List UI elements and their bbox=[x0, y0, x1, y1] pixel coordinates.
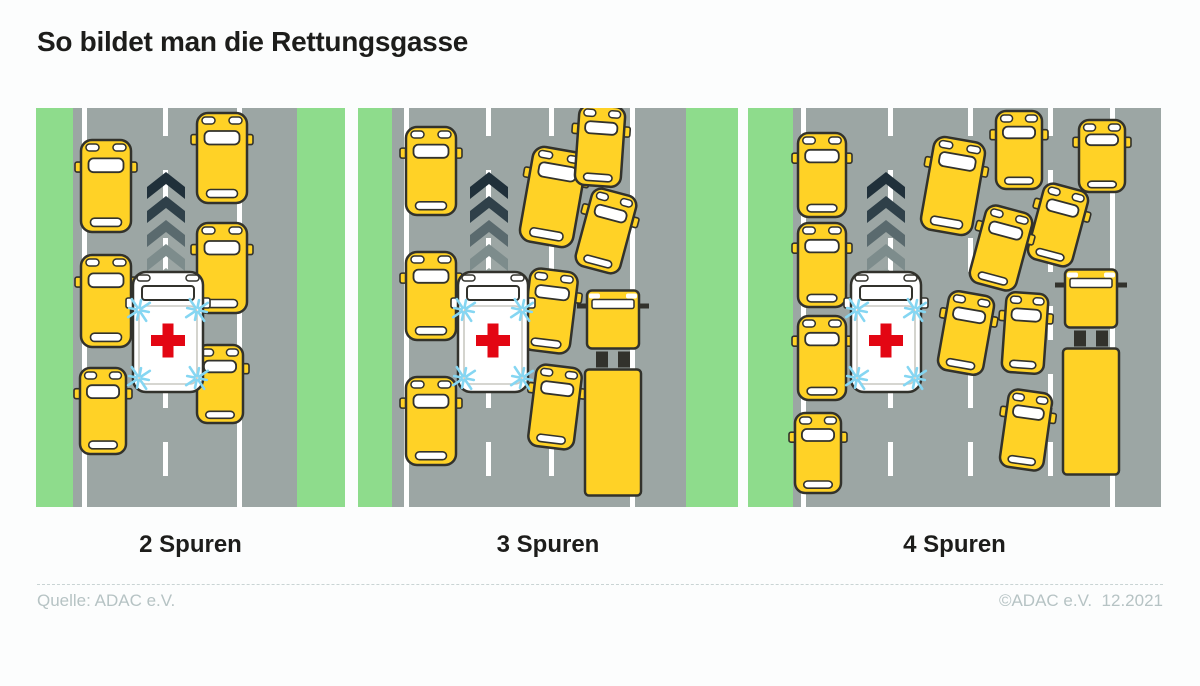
car bbox=[998, 388, 1058, 472]
car bbox=[788, 411, 848, 495]
chevron-arrow-icon bbox=[147, 172, 185, 199]
panel-label-4-spuren: 4 Spuren bbox=[903, 531, 1006, 558]
chevron-arrow-icon bbox=[470, 172, 508, 199]
chevron-arrow-icon bbox=[867, 172, 905, 199]
green-shoulder-right bbox=[686, 108, 738, 507]
car bbox=[74, 253, 138, 349]
green-shoulder-left bbox=[358, 108, 392, 507]
chevron-arrow-icon bbox=[470, 196, 508, 223]
car bbox=[791, 131, 853, 219]
chevron-arrow-icon bbox=[147, 220, 185, 247]
ambulance bbox=[843, 270, 929, 394]
chevron-arrow-icon bbox=[867, 220, 905, 247]
car bbox=[574, 187, 640, 275]
panel-label-3-spuren: 3 Spuren bbox=[496, 531, 600, 558]
car bbox=[1026, 182, 1092, 268]
solid-lane-line bbox=[801, 108, 806, 507]
red-cross-icon bbox=[869, 323, 903, 358]
red-cross-icon bbox=[476, 323, 510, 358]
car bbox=[571, 108, 632, 189]
green-shoulder-right bbox=[297, 108, 345, 507]
car bbox=[73, 366, 133, 456]
footer-divider bbox=[37, 584, 1163, 585]
road-scene-3-spuren bbox=[358, 108, 738, 507]
car bbox=[399, 250, 463, 342]
footer-copyright: ©ADAC e.V. 12.2021 bbox=[998, 591, 1163, 610]
flashing-light-icon bbox=[844, 297, 870, 323]
car bbox=[989, 109, 1049, 191]
chevron-arrow-icon bbox=[470, 220, 508, 247]
chevron-arrow-icon bbox=[867, 196, 905, 223]
car bbox=[791, 221, 853, 309]
road-scene-4-spuren bbox=[748, 108, 1161, 507]
road-scene-2-spuren bbox=[36, 108, 345, 507]
car bbox=[190, 221, 254, 315]
flashing-light-icon bbox=[509, 297, 535, 323]
chevron-arrow-icon bbox=[470, 244, 508, 271]
car bbox=[399, 125, 463, 217]
chevron-arrow-icon bbox=[867, 244, 905, 271]
panel-label-2-spuren: 2 Spuren bbox=[139, 531, 242, 558]
flashing-light-icon bbox=[126, 365, 152, 391]
red-cross-icon bbox=[151, 323, 185, 358]
flashing-light-icon bbox=[509, 365, 535, 391]
truck bbox=[1055, 268, 1127, 476]
panel-2-spuren bbox=[36, 108, 345, 507]
chevron-arrow-icon bbox=[147, 244, 185, 271]
car bbox=[399, 375, 463, 467]
flashing-light-icon bbox=[844, 365, 870, 391]
car bbox=[936, 289, 999, 377]
car bbox=[190, 111, 254, 205]
green-shoulder-left bbox=[748, 108, 793, 507]
flashing-light-icon bbox=[902, 297, 928, 323]
flashing-light-icon bbox=[184, 297, 210, 323]
car bbox=[1072, 118, 1132, 194]
panel-4-spuren bbox=[748, 108, 1161, 507]
flashing-light-icon bbox=[902, 365, 928, 391]
page-title: So bildet man die Rettungsgasse bbox=[37, 26, 469, 57]
car bbox=[998, 291, 1055, 375]
truck bbox=[577, 289, 649, 497]
car bbox=[527, 363, 587, 451]
panel-3-spuren bbox=[358, 108, 738, 507]
car bbox=[74, 138, 138, 234]
flashing-light-icon bbox=[451, 297, 477, 323]
flashing-light-icon bbox=[126, 297, 152, 323]
ambulance bbox=[125, 270, 211, 394]
car bbox=[190, 343, 250, 425]
flashing-light-icon bbox=[451, 365, 477, 391]
flashing-light-icon bbox=[184, 365, 210, 391]
footer-source: Quelle: ADAC e.V. bbox=[37, 591, 176, 610]
car bbox=[521, 267, 583, 355]
van bbox=[919, 135, 990, 237]
car bbox=[791, 314, 853, 402]
chevron-arrow-icon bbox=[147, 196, 185, 223]
green-shoulder-left bbox=[36, 108, 73, 507]
ambulance bbox=[450, 270, 536, 394]
car bbox=[968, 204, 1036, 292]
